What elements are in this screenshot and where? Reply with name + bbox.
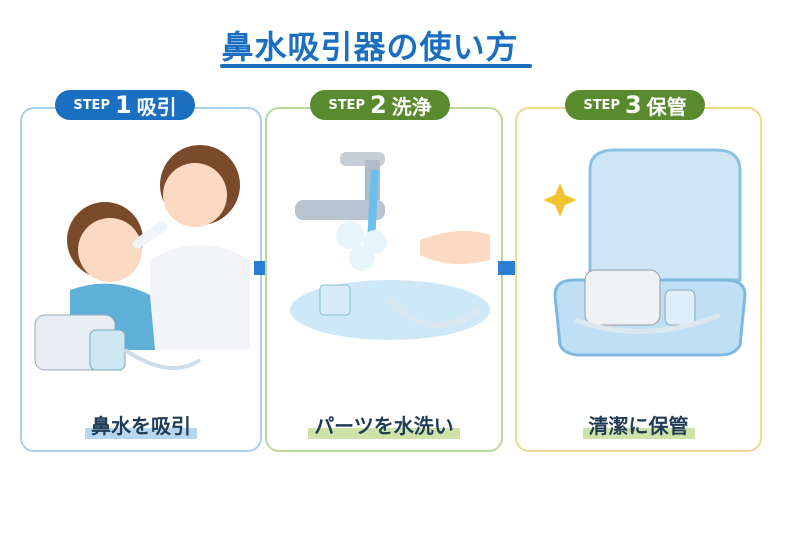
- step-1-caption: 鼻水を吸引: [20, 410, 262, 439]
- step-3-caption: 清潔に保管: [515, 410, 762, 439]
- mother-child-suction-illustration: [34, 145, 250, 371]
- step-number: 1: [114, 91, 132, 119]
- step-label: 吸引: [136, 94, 177, 119]
- step-2-badge: STEP 2 洗浄: [310, 90, 450, 120]
- title-underline: [220, 64, 532, 68]
- step-number: 2: [369, 91, 387, 119]
- step-number: 3: [624, 91, 642, 119]
- step-label: 保管: [646, 94, 687, 119]
- step-3-badge: STEP 3 保管: [565, 90, 705, 120]
- step-prefix: STEP: [583, 97, 620, 113]
- step-prefix: STEP: [328, 97, 365, 113]
- storage-case-illustration: [543, 148, 747, 357]
- step-prefix: STEP: [73, 97, 110, 113]
- step-2-panel: [265, 107, 503, 452]
- page-title: 鼻水吸引器の使い方: [221, 28, 519, 66]
- step-2-caption: パーツを水洗い: [265, 410, 503, 439]
- step-label: 洗浄: [391, 94, 432, 119]
- step-1-badge: STEP 1 吸引: [55, 90, 195, 120]
- washing-parts-illustration: [290, 152, 490, 340]
